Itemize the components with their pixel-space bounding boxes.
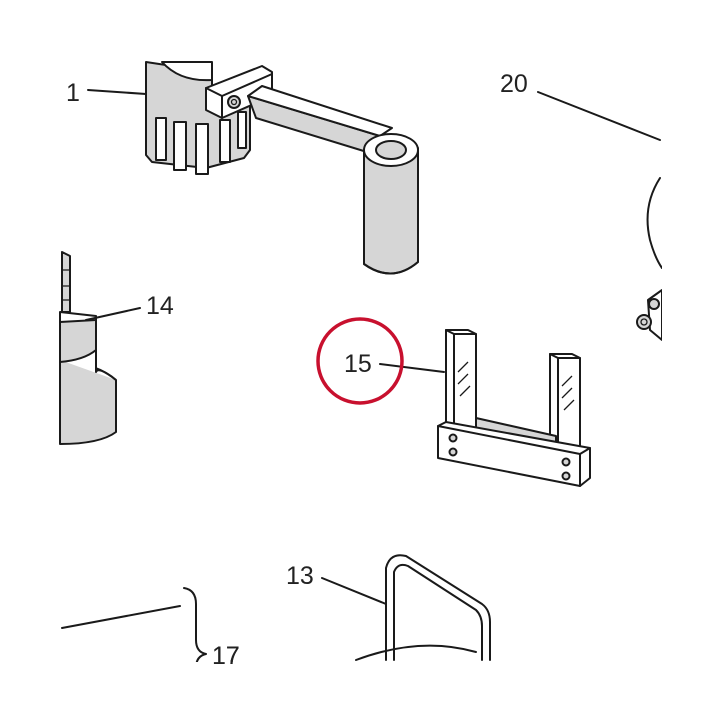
callout-20[interactable]: 20 (500, 70, 528, 98)
callout-1[interactable]: 1 (66, 79, 80, 107)
part-15-glass-bracket[interactable] (437, 329, 591, 487)
callout-13[interactable]: 13 (286, 562, 314, 590)
highlight-circle (316, 317, 404, 405)
part-17-group-brace (183, 587, 207, 669)
part-14-base[interactable] (59, 251, 117, 445)
crop-mask-bottom (0, 662, 720, 720)
part-1-rotor-arm[interactable] (145, 61, 419, 275)
part-20-partial[interactable] (636, 177, 663, 341)
crop-mask-right (662, 0, 720, 720)
leader-15 (379, 363, 445, 373)
leader-1 (87, 89, 147, 95)
leader-17 (61, 605, 181, 629)
leader-13 (321, 577, 387, 605)
leader-lines (61, 89, 661, 629)
part-13-wire-handle[interactable] (355, 554, 491, 661)
leader-20 (537, 91, 661, 141)
callout-14[interactable]: 14 (146, 292, 174, 320)
callout-15[interactable]: 15 (344, 350, 372, 378)
callout-17-visible: 17 (212, 642, 240, 670)
leader-14 (85, 307, 141, 321)
